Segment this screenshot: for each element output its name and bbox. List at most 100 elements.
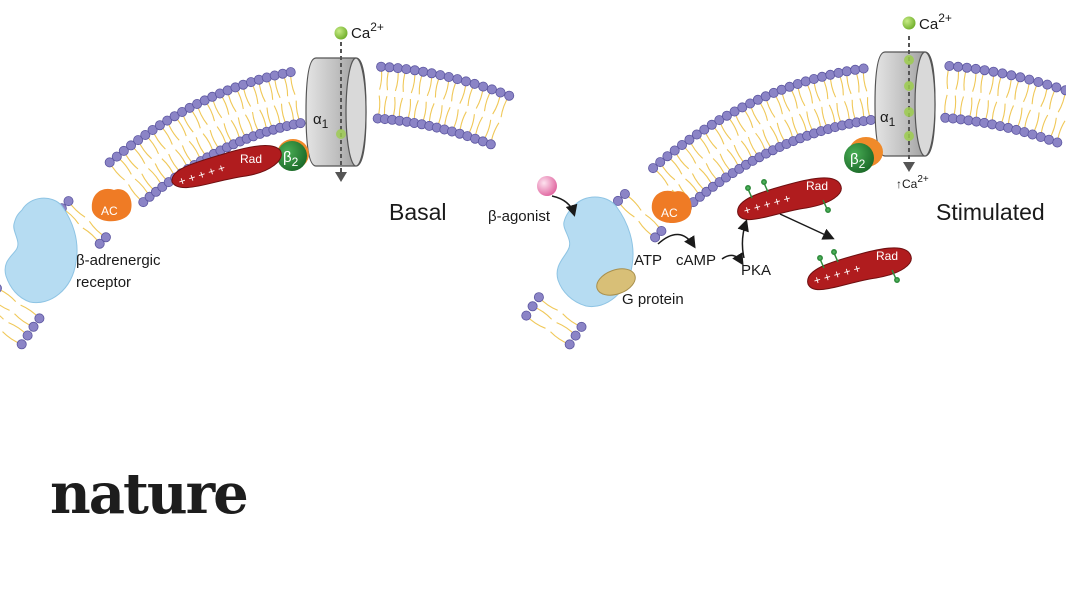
lipid-head: [1027, 129, 1038, 140]
atp-label: ATP: [634, 252, 662, 269]
lipid-head: [706, 119, 717, 130]
lipid-head: [376, 61, 387, 72]
rad-protein-phosphorylated: Rad + + + + +: [737, 177, 842, 221]
receptor-label-line1: β-adrenergic: [76, 252, 161, 269]
lipid-head: [495, 87, 506, 98]
adenylyl-cyclase: [651, 190, 692, 223]
ac-label: AC: [101, 204, 118, 218]
lipid-head: [452, 74, 463, 85]
ac-label: AC: [661, 206, 678, 220]
lipid-head: [841, 66, 852, 77]
lipid-head: [1052, 137, 1063, 148]
lipid-head: [691, 129, 702, 140]
lipid-head: [699, 124, 710, 135]
g-protein: [596, 268, 636, 296]
lipid-head: [435, 70, 446, 81]
basal-state-label: Basal: [389, 199, 447, 225]
alpha1-label: α1: [880, 109, 896, 129]
lipid-head: [808, 74, 819, 85]
lipid-head: [619, 188, 630, 199]
lipid-head: [94, 238, 105, 249]
lipid-head: [401, 64, 412, 75]
lipid-head: [979, 65, 990, 76]
beta2-subunit: [277, 141, 307, 171]
beta2-label: β2: [850, 151, 866, 171]
lipid-head: [677, 139, 688, 150]
rad-protein: [171, 145, 282, 189]
rad-label: Rad: [240, 152, 262, 166]
lipid-head: [997, 68, 1008, 79]
lipid-head: [944, 61, 955, 72]
lipid-head: [177, 107, 188, 118]
camp-label: cAMP: [676, 252, 716, 269]
pka-label: PKA: [741, 262, 771, 279]
lipid-head: [987, 119, 998, 130]
lipid-head: [988, 66, 999, 77]
lipid-head: [485, 139, 496, 150]
calcium-ion: [902, 16, 916, 30]
lipid-head: [613, 195, 624, 206]
lipid-head: [970, 63, 981, 74]
lipid-head: [1042, 79, 1053, 90]
nature-logo: nature: [50, 461, 249, 527]
lipid-head: [16, 339, 27, 350]
lipid-head: [469, 78, 480, 89]
lipid-head: [140, 129, 151, 140]
lipid-head: [1015, 72, 1026, 83]
lipid-head: [384, 62, 395, 73]
lipid-head: [825, 69, 836, 80]
stimulated-panel: α1 Ca2+ ↑Ca2+ β2 Rad + + + + + Rad + + +…: [488, 11, 1066, 350]
g-protein-label: G protein: [622, 291, 684, 308]
beta-adrenergic-receptor: [4, 197, 78, 304]
lipid-head: [277, 68, 288, 79]
lipid-head: [662, 151, 673, 162]
lipid-tail: [0, 289, 17, 302]
rad-label: Rad: [876, 249, 898, 263]
lipid-head: [1051, 82, 1062, 93]
lipid-head: [154, 120, 165, 131]
cell-membrane: [521, 61, 1066, 350]
lipid-head: [648, 163, 659, 174]
lipid-head: [521, 310, 532, 321]
basal-panel: α1 Ca2+ β2 Rad + + + + + AC β-adrenergic…: [0, 20, 515, 350]
rad-protein-phosphorylated: Rad + + + + +: [807, 247, 912, 291]
lipid-head: [576, 321, 587, 332]
lipid-head: [147, 125, 158, 136]
lipid-head: [1035, 131, 1046, 142]
lipid-head: [1024, 74, 1035, 85]
lipid-head: [104, 157, 115, 168]
adenylyl-cyclase: [91, 188, 132, 222]
lipid-head: [737, 102, 748, 113]
lipid-head: [162, 115, 173, 126]
beta-agonist-label: β-agonist: [488, 208, 551, 225]
lipid-head: [714, 115, 725, 126]
lipid-head: [418, 66, 429, 77]
beta-agonist-ligand: [537, 176, 557, 196]
lipid-tail: [0, 304, 10, 311]
rad-label: Rad: [806, 179, 828, 193]
lipid-head: [570, 330, 581, 341]
lipid-head: [656, 225, 667, 236]
lipid-head: [169, 111, 180, 122]
lipid-head: [527, 301, 538, 312]
lipid-head: [478, 81, 489, 92]
lipid-head: [721, 110, 732, 121]
lipid-head: [800, 76, 811, 87]
alpha1-label: α1: [313, 111, 329, 131]
receptor-label-line2: receptor: [76, 274, 131, 291]
lipid-head: [669, 145, 680, 156]
lipid-head: [409, 65, 420, 76]
lipid-head: [858, 63, 869, 74]
lipid-head: [34, 313, 45, 324]
lipid-head: [100, 232, 111, 243]
lipid-head: [28, 321, 39, 332]
lipid-head: [285, 67, 296, 78]
lipid-head: [392, 63, 403, 74]
beta2-label: β2: [283, 149, 299, 169]
lipid-tail: [0, 315, 4, 320]
lipid-head: [833, 67, 844, 78]
lipid-head: [22, 330, 33, 341]
lipid-head: [443, 72, 454, 83]
lipid-head: [1006, 70, 1017, 81]
